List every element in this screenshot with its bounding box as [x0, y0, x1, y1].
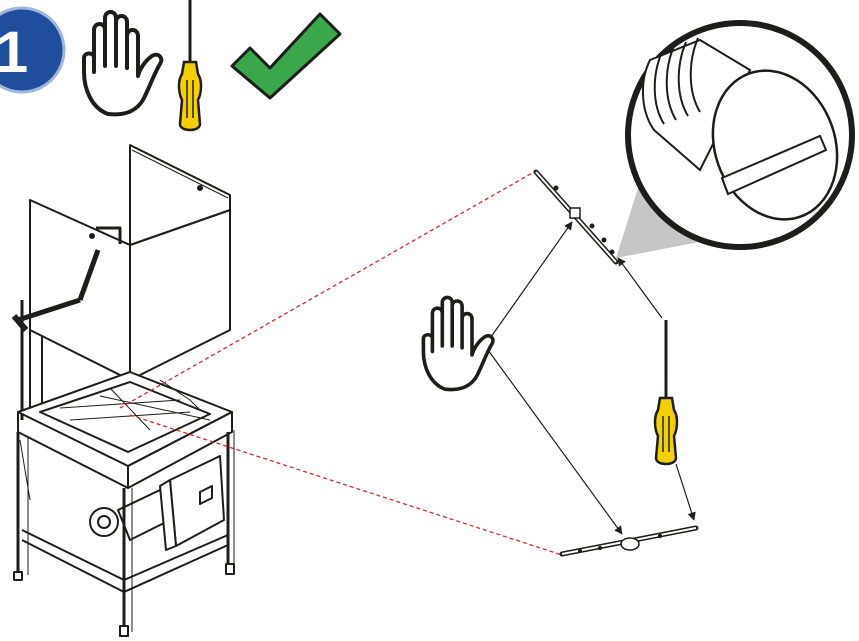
step-badge-circle	[0, 6, 66, 94]
hand-icon	[421, 295, 495, 392]
step-badge: 1	[0, 6, 66, 94]
leader-line-upper-arm	[119, 171, 535, 409]
arrow-screwdriver-to-upper-arm	[617, 257, 663, 319]
arrow-hand-to-upper-arm	[485, 221, 573, 345]
screwdriver-icon	[177, 0, 203, 132]
motion-arrows	[485, 221, 696, 535]
hand-icon	[82, 10, 164, 117]
upper-wash-arm	[533, 169, 619, 265]
leader-lines	[119, 171, 563, 556]
end-cap-plug-detail	[625, 20, 855, 250]
arrow-screwdriver-to-lower-arm	[675, 463, 696, 521]
checkmark-icon	[230, 12, 342, 100]
screwdriver-icon	[653, 320, 679, 466]
leader-line-lower-arm	[129, 414, 563, 556]
arrow-hand-to-lower-arm	[487, 349, 623, 535]
lower-wash-arm	[559, 525, 699, 557]
wash-machine	[11, 144, 235, 637]
step-number: 1	[0, 20, 28, 85]
